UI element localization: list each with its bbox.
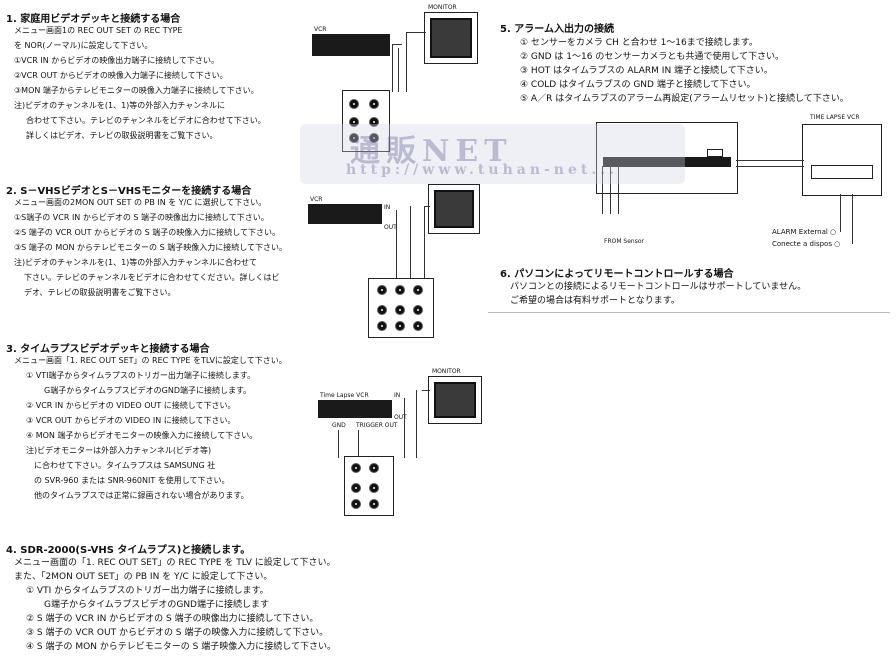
text-line: ③S 端子の MON からテレビモニターの S 端子映像入力に接続して下さい。 xyxy=(14,243,287,252)
text-line: を NOR(ノーマル)に設定して下さい。 xyxy=(14,41,153,50)
text-line: ③ S 端子の VCR OUT からビデオの S 端子の映像入力に接続して下さい… xyxy=(26,628,329,638)
diagram-5: TIME LAPSE VCR FROM Sensor ALARM Externa… xyxy=(590,110,890,255)
out-label: OUT xyxy=(384,224,397,231)
text-line: 注)ビデオのチャンネルを(1、1)等の外部入力チャンネルに xyxy=(14,101,226,110)
text-line: また、「2MON OUT SET」の PB IN を Y/C に設定して下さい。 xyxy=(14,572,273,582)
section-2-body: メニュー画面の2MON OUT SET の PB IN を Y/C に選択して下… xyxy=(14,197,287,298)
sensor-label: FROM Sensor xyxy=(604,238,644,245)
section-4-body: メニュー画面の「1. REC OUT SET」の REC TYPE を TLV … xyxy=(14,556,336,654)
section-6-body: パソコンとの接続によるリモートコントロールはサポートしていません。 ご希望の場合… xyxy=(510,280,806,308)
divider xyxy=(488,312,890,313)
text-line: ①S端子の VCR IN からビデオの S 端子の映像出力に接続して下さい。 xyxy=(14,213,269,222)
text-line: ①VCR IN からビデオの映像出力端子に接続して下さい。 xyxy=(14,56,219,65)
section-3-title: 3. タイムラプスビデオデッキと接続する場合 xyxy=(6,344,210,355)
text-line: 注)ビデオのチャンネルを(1、1)等の外部入力チャンネルに合わせて xyxy=(14,258,258,267)
text-line: ② VCR IN からビデオの VIDEO OUT に接続して下さい。 xyxy=(26,401,236,410)
monitor-unit xyxy=(428,184,480,234)
text-line: G端子からタイムラプスビデオのGND端子に接続します。 xyxy=(44,386,252,395)
diagram-1: VCR MONITOR xyxy=(300,4,485,154)
section-5-body: ① センサーをカメラ CH と合わせ 1～16まで接続します。 ② GND は … xyxy=(520,36,849,106)
in-label: IN xyxy=(384,204,391,211)
alarm-terminal-block xyxy=(603,157,731,167)
monitor-unit xyxy=(424,12,478,64)
out-label: OUT xyxy=(394,414,407,421)
text-line: G端子からタイムラプスビデオのGND端子に接続します xyxy=(44,600,269,610)
tlv-label: Time Lapse VCR xyxy=(320,392,369,399)
section-5-title: 5. アラーム入出力の接続 xyxy=(500,24,614,35)
text-line: ④ COLD はタイムラプスの GND 端子と接続して下さい。 xyxy=(520,80,756,90)
monitor-label: MONITOR xyxy=(428,4,457,11)
rear-panel xyxy=(368,278,434,338)
text-line: 合わせて下さい。テレビのチャンネルをビデオに合わせて下さい。 xyxy=(26,116,266,125)
trigger-label: TRIGGER OUT xyxy=(356,422,398,429)
text-line: デオ、テレビの取扱説明書をご覧下さい。 xyxy=(24,288,176,297)
watermark-sub: http://www.tuhan-net... xyxy=(346,162,618,178)
text-line: ① VTI端子からタイムラプスのトリガー出力端子に接続します。 xyxy=(26,371,256,380)
text-line: メニュー画面の「1. REC OUT SET」の REC TYPE を TLV … xyxy=(14,558,336,568)
text-line: ② GND は 1～16 のセンサーカメラとも共通で使用して下さい。 xyxy=(520,52,785,62)
text-line: メニュー画面「1. REC OUT SET」の REC TYPE をTLVに設定… xyxy=(14,356,287,365)
text-line: ① VTI からタイムラプスのトリガー出力端子に接続します。 xyxy=(26,586,269,596)
section-4-title: 4. SDR-2000(S-VHS タイムラプス)と接続します。 xyxy=(6,545,251,556)
text-line: ② S 端子の VCR IN からビデオの S 端子の映像出力に接続して下さい。 xyxy=(26,614,319,624)
section-3-body: メニュー画面「1. REC OUT SET」の REC TYPE をTLVに設定… xyxy=(14,355,287,501)
text-line: 注)ビデオモニターは外部入力チャンネル(ビデオ等) xyxy=(26,446,212,455)
text-line: ④ S 端子の MON からテレビモニターの S 端子映像入力に接続して下さい。 xyxy=(26,642,336,652)
text-line: ④ MON 端子からビデオモニターの映像入力に接続して下さい。 xyxy=(26,431,258,440)
monitor-label: MONITOR xyxy=(432,368,461,375)
text-line: ご希望の場合は有料サポートとなります。 xyxy=(510,296,680,306)
section-1-body: メニュー画面1の REC OUT SET の REC TYPE を NOR(ノー… xyxy=(14,25,266,141)
vcr-label: VCR xyxy=(310,196,323,203)
text-line: ① センサーをカメラ CH と合わせ 1～16まで接続します。 xyxy=(520,38,758,48)
watermark-banner: 通販NET http://www.tuhan-net... xyxy=(300,124,685,184)
text-line: ②S 端子の VCR OUT からビデオの S 端子の映像入力に接続して下さい。 xyxy=(14,228,280,237)
vcr-unit xyxy=(308,204,382,224)
text-line: の SVR-960 または SNR-960NIT を使用して下さい。 xyxy=(34,476,230,485)
text-line: ③MON 端子からテレビモニターの映像入力端子に接続して下さい。 xyxy=(14,86,259,95)
text-line: 他のタイムラプスでは正常に録画されない場合があります。 xyxy=(34,491,249,500)
tlv-label: TIME LAPSE VCR xyxy=(810,114,860,121)
tlv-unit xyxy=(802,124,882,196)
text-line: に合わせて下さい。タイムラプスは SAMSUNG 社 xyxy=(34,461,216,470)
rear-panel xyxy=(342,90,390,152)
text-line: メニュー画面1の REC OUT SET の REC TYPE xyxy=(14,26,183,35)
monitor-unit xyxy=(428,376,482,424)
section-2-title: 2. S－VHSビデオとS－VHSモニターを接続する場合 xyxy=(6,186,252,197)
text-line: ③ HOT はタイムラプスの ALARM IN 端子と接続して下さい。 xyxy=(520,66,773,76)
text-line: 詳しくはビデオ、テレビの取扱説明書をご覧下さい。 xyxy=(26,131,218,140)
in-label: IN xyxy=(394,392,401,399)
gnd-label: GND xyxy=(332,422,346,429)
text-line: パソコンとの接続によるリモートコントロールはサポートしていません。 xyxy=(510,282,807,292)
watermark-main: 通販NET xyxy=(350,134,513,169)
section-1-title: 1. 家庭用ビデオデッキと接続する場合 xyxy=(6,14,181,25)
conecte-label: Conecte a dispos ○ xyxy=(772,240,841,248)
section-6-title: 6. パソコンによってリモートコントロールする場合 xyxy=(500,269,734,280)
text-line: ⑤ A／R はタイムラプスのアラーム再設定(アラームリセット)と接続して下さい。 xyxy=(520,94,849,104)
text-line: ②VCR OUT からビデオの映像入力端子に接続して下さい。 xyxy=(14,71,228,80)
rear-panel xyxy=(344,456,394,516)
vcr-label: VCR xyxy=(314,26,327,33)
text-line: メニュー画面の2MON OUT SET の PB IN を Y/C に選択して下… xyxy=(14,198,267,207)
vcr-unit xyxy=(312,34,390,56)
text-line: ③ VCR OUT からビデオの VIDEO IN に接続して下さい。 xyxy=(26,416,236,425)
tlv-unit xyxy=(318,400,392,418)
dvr-rear-panel xyxy=(596,122,738,194)
diagram-3: Time Lapse VCR MONITOR GND TRIGGER OUT I… xyxy=(300,368,490,518)
text-line: 下さい。テレビのチャンネルをビデオに合わせてください。詳しくはビ xyxy=(24,273,280,282)
diagram-2: VCR IN OUT xyxy=(300,180,485,340)
alarm-external-label: ALARM External ○ xyxy=(772,228,837,236)
